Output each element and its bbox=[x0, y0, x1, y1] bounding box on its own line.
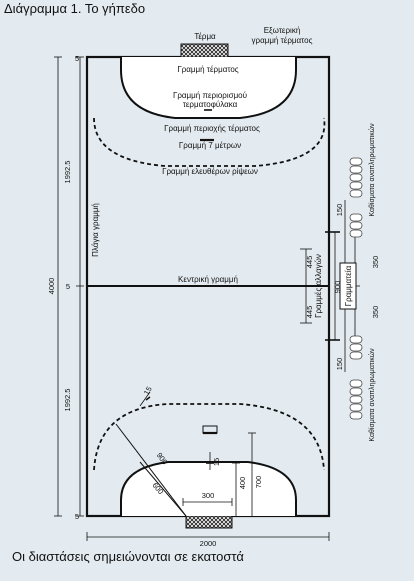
half-length-top-dim: 1992.5 bbox=[63, 161, 72, 184]
goalkeeper-limit-distance-dim: 400 bbox=[238, 477, 247, 490]
secretariat-label: Γραμματεία bbox=[344, 265, 353, 306]
goalkeeper-limit-label-2: τερματοφύλακα bbox=[183, 100, 238, 109]
secretariat-top-dim: 350 bbox=[371, 256, 380, 269]
seven-meter-bracket bbox=[202, 425, 218, 434]
secretariat-table bbox=[339, 262, 357, 310]
free-throw-line-top bbox=[93, 117, 326, 167]
outer-goal-line-label-1: Εξωτερική bbox=[264, 26, 301, 35]
seven-meter-distance-dim: 700 bbox=[254, 476, 263, 489]
goal-area-line-label: Γραμμή περιοχής τέρματος bbox=[164, 124, 260, 133]
seven-meter-line-label: Γραμμή 7 μέτρων bbox=[179, 141, 241, 150]
goal-bottom bbox=[185, 515, 233, 529]
goalkeeper-limit-label-1: Γραμμή περιορισμού bbox=[173, 91, 247, 100]
goal-line-width-top-dim: 5 bbox=[75, 54, 79, 63]
bench-top-label: Καθίσματα αναπληρωματικών bbox=[368, 123, 376, 217]
bench-seats-bottom bbox=[349, 335, 363, 420]
free-throw-dash-dim: 15 bbox=[142, 385, 154, 397]
diagram-title: Διάγραμμα 1. Το γήπεδο bbox=[4, 1, 146, 16]
bench-gap-bottom-dim: 150 bbox=[335, 358, 344, 371]
goal-line-label: Γραμμή τέρματος bbox=[177, 65, 238, 74]
goal-line-width-bottom-dim: 5 bbox=[75, 512, 79, 521]
free-throw-line-bottom bbox=[93, 403, 325, 471]
center-line-width-dim: 5 bbox=[66, 282, 70, 291]
substitution-lines-label: Γραμμές αλλαγών bbox=[314, 254, 323, 318]
center-line-label: Κεντρική γραμμή bbox=[178, 275, 238, 284]
court-width-dim: 2000 bbox=[200, 539, 217, 548]
seven-meter-mark-dim: 15 bbox=[212, 458, 221, 466]
free-throw-line-label: Γραμμή ελευθέρων ρίψεων bbox=[162, 167, 258, 176]
free-throw-radius-line bbox=[115, 423, 187, 517]
footnote: Οι διαστάσεις σημειώνονται σε εκατοστά bbox=[12, 549, 244, 564]
sub-zone-total-dim: 900 bbox=[333, 281, 342, 294]
dash-dim-line bbox=[139, 391, 151, 407]
outer-goal-line-label-2: γραμμή τέρματος bbox=[252, 36, 313, 45]
half-length-bottom-dim: 1992.5 bbox=[63, 389, 72, 412]
goal-label: Τέρμα bbox=[194, 32, 216, 41]
goal-top bbox=[180, 43, 229, 58]
sub-zone-bottom-dim: 445 bbox=[305, 306, 314, 319]
goal-width-dim: 300 bbox=[202, 491, 215, 500]
dash-dim-mark bbox=[145, 396, 151, 401]
bench-seats-top bbox=[349, 157, 363, 238]
total-length-dim: 4000 bbox=[47, 278, 56, 295]
goal-area-line-top bbox=[120, 57, 297, 119]
side-line-label: Πλάγια γραμμή bbox=[91, 203, 100, 257]
sub-zone-top-dim: 445 bbox=[305, 256, 314, 269]
bench-bottom-label: Καθίσματα αναπληρωματικών bbox=[368, 348, 376, 442]
secretariat-bottom-dim: 350 bbox=[371, 306, 380, 319]
goal-area-radius-line bbox=[139, 461, 187, 517]
bench-gap-top-dim: 150 bbox=[335, 204, 344, 217]
